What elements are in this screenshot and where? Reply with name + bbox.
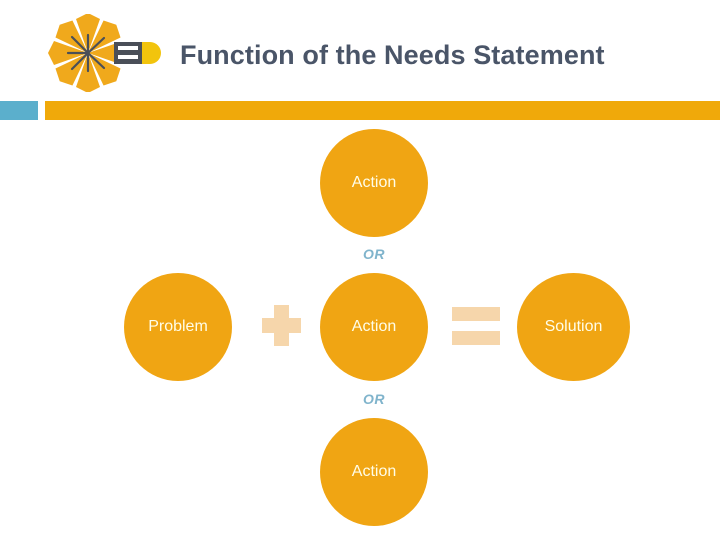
node-action-middle: Action (320, 273, 428, 381)
connector-or-bottom: OR (363, 391, 385, 407)
node-label: Solution (544, 318, 603, 335)
divider-accent-square (0, 101, 38, 120)
node-label: Problem (148, 318, 208, 335)
plus-bar-vertical (274, 305, 289, 346)
equals-bar-top (452, 307, 500, 321)
node-action-top: Action (320, 129, 428, 237)
node-label: Action (351, 318, 397, 335)
connector-or-top: OR (363, 246, 385, 262)
equals-operator-icon (452, 307, 500, 345)
page-title: Function of the Needs Statement (180, 40, 605, 70)
plus-operator-icon (262, 305, 301, 346)
node-label: Action (351, 463, 397, 480)
node-solution: Solution (517, 273, 630, 381)
pencil-burst-logo-icon (42, 13, 162, 93)
node-label: Action (351, 174, 397, 191)
node-problem: Problem (124, 273, 232, 381)
node-action-bottom: Action (320, 418, 428, 526)
equals-bar-bottom (452, 331, 500, 345)
divider-bar (45, 101, 720, 120)
